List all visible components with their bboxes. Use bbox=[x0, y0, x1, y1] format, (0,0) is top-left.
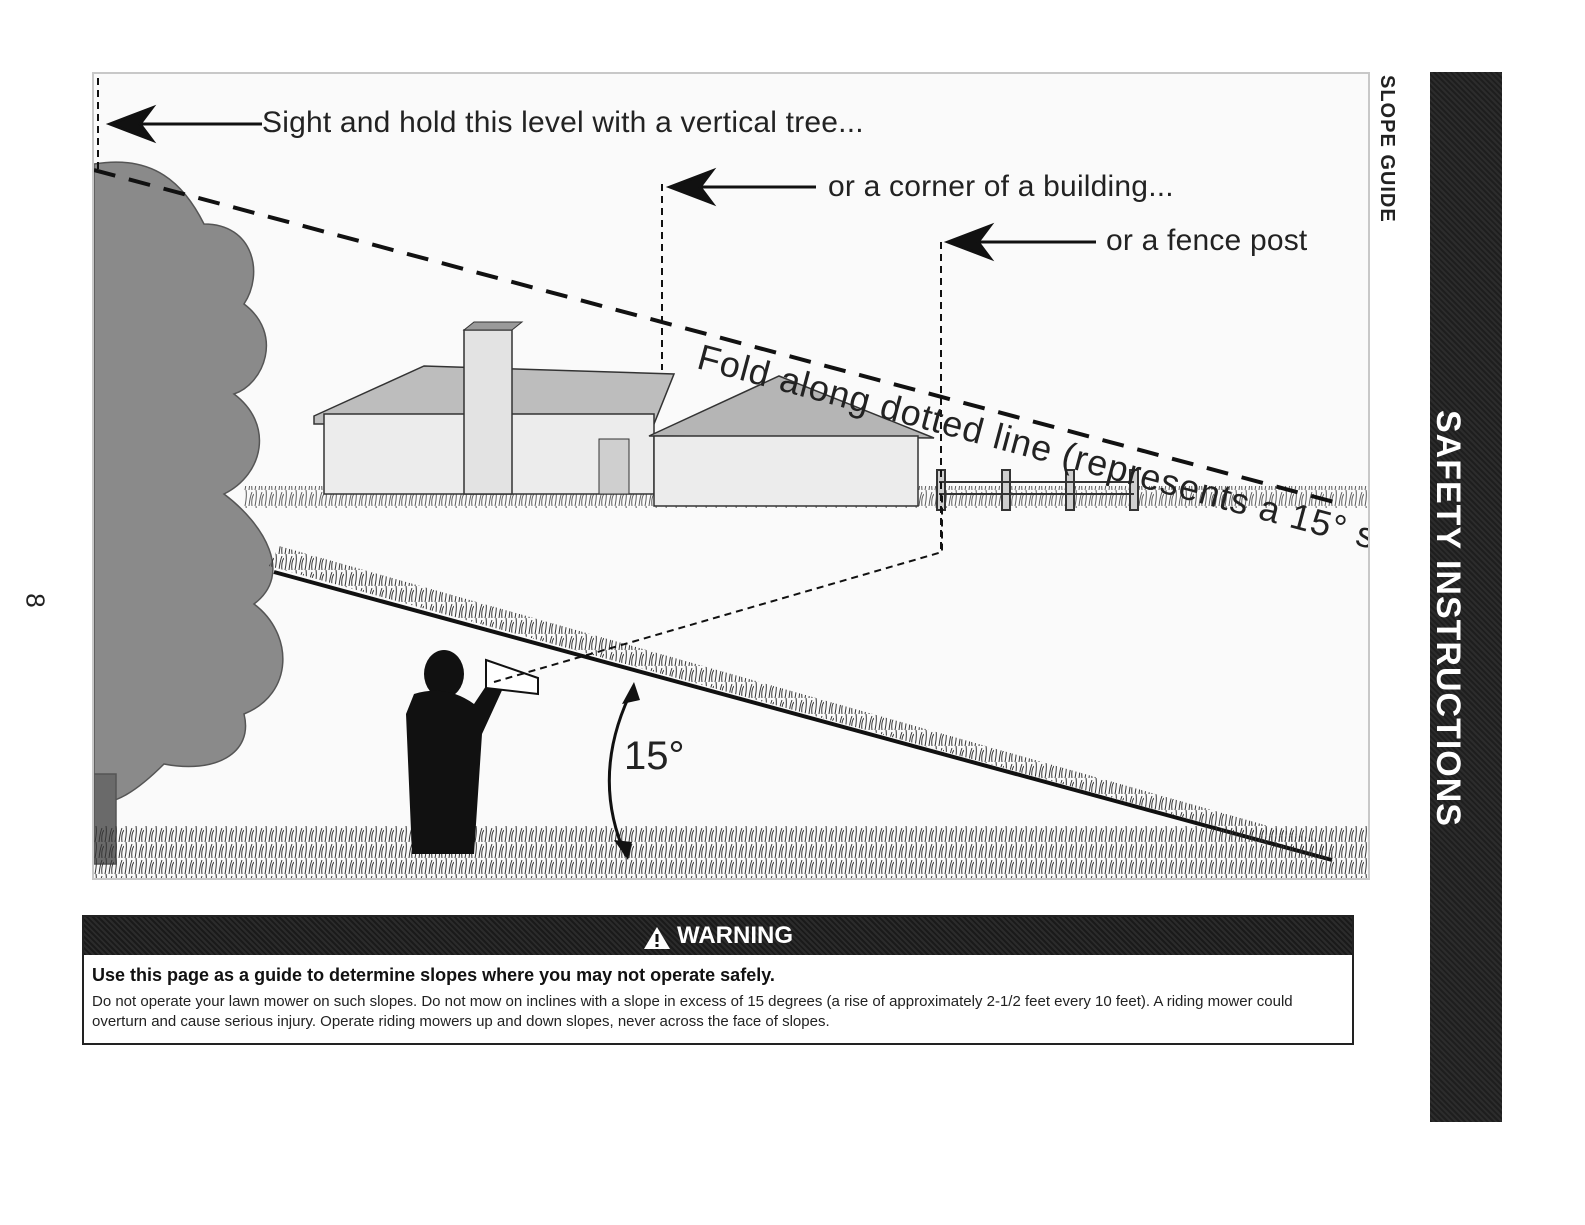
ground-grass bbox=[94, 826, 1368, 878]
angle-arc-icon bbox=[607, 685, 636, 857]
side-tab bbox=[1430, 72, 1502, 1122]
warning-header: WARNING bbox=[84, 917, 1352, 955]
sight-dashed-line bbox=[493, 494, 943, 683]
warning-title: WARNING bbox=[677, 922, 793, 949]
warning-box: WARNING Use this page as a guide to dete… bbox=[82, 915, 1354, 1045]
slope-grass bbox=[269, 546, 1332, 858]
warning-heading: Use this page as a guide to determine sl… bbox=[92, 965, 775, 985]
arrow-icon bbox=[105, 104, 1096, 262]
callout-fence: or a fence post bbox=[1106, 224, 1308, 257]
side-tab-label: SAFETY INSTRUCTIONS bbox=[1429, 410, 1467, 827]
house-illustration bbox=[313, 321, 935, 507]
person-silhouette bbox=[406, 650, 504, 854]
callout-building: or a corner of a building... bbox=[828, 170, 1174, 203]
slope-guide-illustration: Sight and hold this level with a vertica… bbox=[92, 72, 1370, 880]
warning-triangle-icon bbox=[644, 927, 670, 949]
page-number: 8 bbox=[20, 593, 51, 608]
slope-scene bbox=[94, 74, 1368, 878]
warning-body: Do not operate your lawn mower on such s… bbox=[92, 993, 1293, 1030]
angle-label: 15° bbox=[624, 734, 685, 778]
section-label: SLOPE GUIDE bbox=[1376, 75, 1398, 223]
callout-tree: Sight and hold this level with a vertica… bbox=[262, 106, 864, 139]
